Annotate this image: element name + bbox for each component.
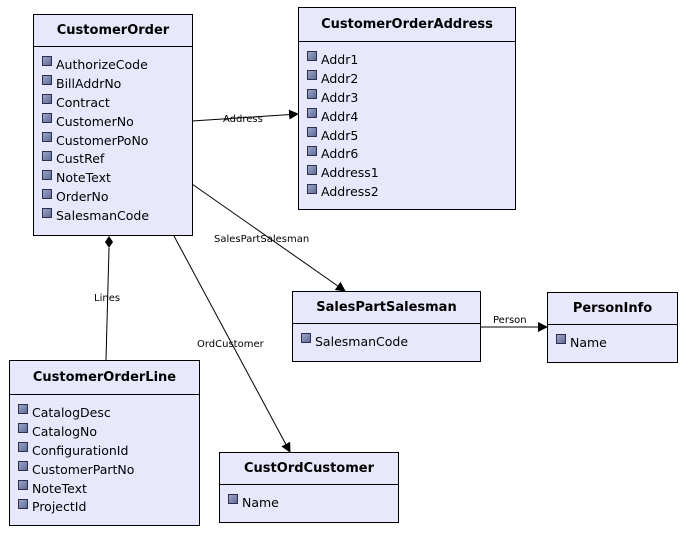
attribute-item: Address1 [299, 163, 515, 182]
attribute-icon [42, 56, 52, 67]
attribute-icon [307, 127, 317, 137]
person-association-label: Person [493, 315, 527, 326]
lines-association-label: Lines [94, 293, 120, 304]
attribute-item: CustomerNo [34, 112, 192, 131]
sales-part-salesman-association-label: SalesPartSalesman [214, 234, 309, 245]
attribute-list: Addr1 Addr2 Addr3 Addr4 Addr5 Addr6 Addr… [299, 42, 515, 201]
attribute-icon [18, 404, 28, 415]
class-customer-order-line[interactable]: CustomerOrderLine CatalogDesc CatalogNo … [9, 360, 200, 526]
attribute-item: Addr3 [299, 88, 515, 107]
attribute-icon [42, 113, 52, 124]
attribute-icon [18, 423, 28, 434]
attribute-item: SalesmanCode [34, 206, 192, 225]
address-association-label: Address [223, 114, 263, 125]
attribute-item: OrderNo [34, 187, 192, 206]
attribute-item: Addr4 [299, 107, 515, 126]
class-sales-part-salesman[interactable]: SalesPartSalesman SalesmanCode [292, 291, 481, 362]
class-title: SalesPartSalesman [293, 292, 480, 324]
attribute-icon [307, 164, 317, 175]
attribute-icon [42, 207, 52, 218]
attribute-icon [307, 145, 317, 156]
sales-part-salesman-association-line [191, 183, 346, 292]
address-association-line [191, 109, 299, 122]
attribute-icon [18, 461, 28, 472]
attribute-item: Address2 [299, 182, 515, 201]
attribute-list: AuthorizeCode BillAddrNo Contract Custom… [34, 47, 192, 225]
ord-customer-association-label: OrdCustomer [197, 339, 265, 350]
attribute-icon [301, 333, 311, 344]
attribute-item: CustomerPoNo [34, 131, 192, 150]
attribute-item: Addr1 [299, 50, 515, 69]
attribute-icon [307, 70, 317, 81]
attribute-icon [42, 169, 52, 180]
class-title: CustomerOrderLine [10, 361, 199, 395]
attribute-item: CustomerPartNo [10, 460, 199, 479]
attribute-icon [18, 480, 28, 490]
attribute-item: Addr5 [299, 126, 515, 145]
composition-diamond [105, 236, 113, 248]
attribute-item: AuthorizeCode [34, 55, 192, 74]
attribute-icon [307, 51, 317, 62]
class-customer-order[interactable]: CustomerOrder AuthorizeCode BillAddrNo C… [33, 14, 193, 236]
attribute-list: Name [220, 485, 398, 512]
attribute-icon [42, 150, 52, 161]
attribute-icon [42, 75, 52, 86]
attribute-list: SalesmanCode [293, 324, 480, 351]
attribute-icon [42, 188, 52, 199]
attribute-item: BillAddrNo [34, 74, 192, 93]
attribute-item: Name [220, 493, 398, 512]
attribute-icon [18, 498, 28, 509]
attribute-item: ProjectId [10, 497, 199, 516]
class-title: CustomerOrder [34, 15, 192, 47]
attribute-item: Addr6 [299, 144, 515, 163]
attribute-list: CatalogDesc CatalogNo ConfigurationId Cu… [10, 395, 199, 516]
class-title: CustomerOrderAddress [299, 8, 515, 42]
class-title: CustOrdCustomer [220, 453, 398, 485]
attribute-item: NoteText [10, 479, 199, 498]
attribute-icon [307, 183, 317, 194]
attribute-item: SalesmanCode [293, 332, 480, 351]
ord-customer-association-line [173, 235, 291, 453]
attribute-icon [42, 132, 52, 142]
attribute-icon [307, 108, 317, 119]
class-person-info[interactable]: PersonInfo Name [547, 292, 678, 363]
class-cust-ord-customer[interactable]: CustOrdCustomer Name [219, 452, 399, 523]
attribute-icon [228, 494, 238, 505]
lines-association-line [105, 247, 110, 361]
attribute-item: CustRef [34, 149, 192, 168]
attribute-item: CatalogDesc [10, 403, 199, 422]
attribute-item: NoteText [34, 168, 192, 187]
attribute-item: Contract [34, 93, 192, 112]
attribute-icon [18, 442, 28, 453]
attribute-item: ConfigurationId [10, 441, 199, 460]
class-customer-order-address[interactable]: CustomerOrderAddress Addr1 Addr2 Addr3 A… [298, 7, 516, 210]
attribute-icon [42, 94, 52, 105]
attribute-item: CatalogNo [10, 422, 199, 441]
class-title: PersonInfo [548, 293, 677, 325]
attribute-item: Addr2 [299, 69, 515, 88]
attribute-icon [556, 334, 566, 345]
attribute-list: Name [548, 325, 677, 352]
attribute-icon [307, 89, 317, 100]
attribute-item: Name [548, 333, 677, 352]
